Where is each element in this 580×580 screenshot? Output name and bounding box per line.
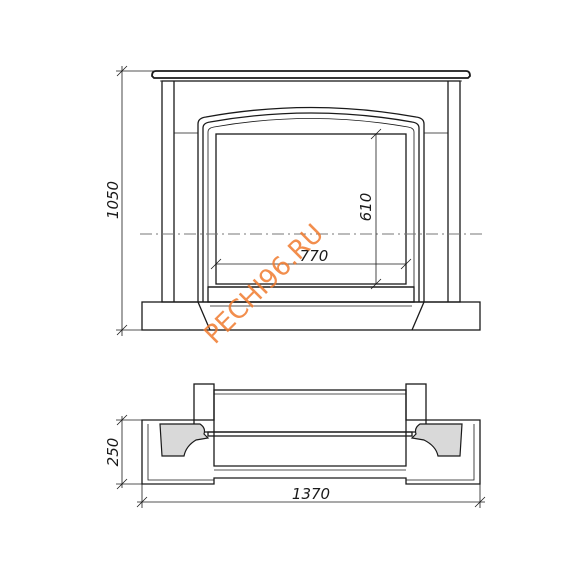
firebox-opening xyxy=(215,133,407,285)
base-plinth xyxy=(141,301,481,331)
dim-label-250: 250 xyxy=(104,438,122,467)
plan-section xyxy=(141,383,481,485)
arch-surround-middle xyxy=(202,112,420,302)
arch-surround-inner xyxy=(207,118,415,287)
plinth-right-step xyxy=(411,301,425,331)
dim-opening-height: 610 xyxy=(357,128,382,290)
dim-label-770: 770 xyxy=(300,247,329,265)
right-back-block xyxy=(405,383,427,421)
dim-label-1050: 1050 xyxy=(104,181,122,219)
dim-overall-width: 1370 xyxy=(136,484,486,508)
arch-surround-outer xyxy=(197,106,425,302)
dim-overall-height: 1050 xyxy=(104,65,156,336)
dim-label-1370: 1370 xyxy=(292,485,330,503)
hearth-bar xyxy=(207,431,413,437)
left-profile-section xyxy=(159,423,210,457)
plinth-left-step xyxy=(197,301,211,331)
mantel-shelf xyxy=(151,70,471,79)
left-back-block xyxy=(193,383,215,421)
firebox-insert-top xyxy=(213,389,407,433)
dim-opening-width: 770 xyxy=(210,247,412,270)
right-profile-section xyxy=(410,423,463,457)
front-elevation xyxy=(140,70,482,331)
dim-label-610: 610 xyxy=(357,193,375,222)
dim-depth: 250 xyxy=(104,414,142,490)
portal-body xyxy=(161,80,461,303)
